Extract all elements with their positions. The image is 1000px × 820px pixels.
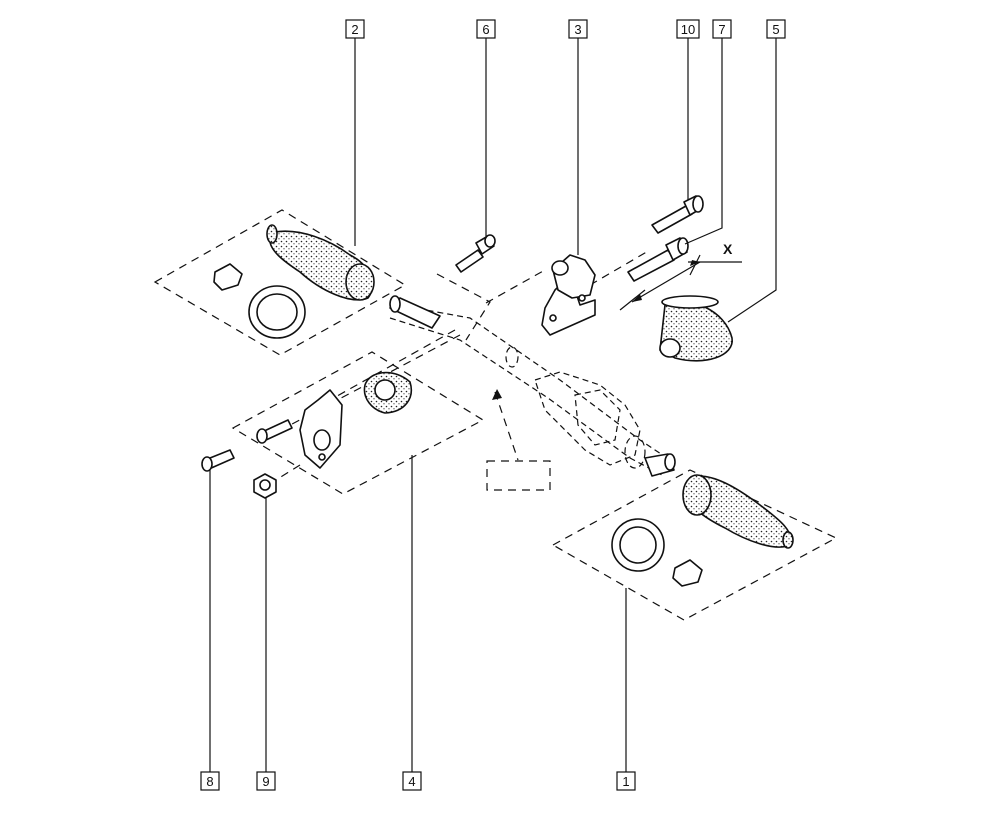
svg-text:8: 8 xyxy=(206,774,213,789)
steering-rack-housing xyxy=(389,295,676,477)
bolt-7 xyxy=(627,237,689,282)
boot-kit-1 xyxy=(611,474,794,587)
callout-8: 8 xyxy=(200,771,220,791)
callout-4: 4 xyxy=(402,771,422,791)
boot-kit-2 xyxy=(213,224,375,339)
kit-outline-4 xyxy=(231,351,485,495)
svg-text:6: 6 xyxy=(482,22,489,37)
bolt-small-left xyxy=(256,419,293,444)
callout-10: 10 xyxy=(676,19,700,39)
svg-text:7: 7 xyxy=(718,22,725,37)
callout-1: 1 xyxy=(616,771,636,791)
assembly-line-3 xyxy=(485,269,546,304)
dimension-x: X xyxy=(619,241,742,311)
kit-outline-1 xyxy=(551,469,838,621)
callout-5: 5 xyxy=(766,19,786,39)
bolt-10 xyxy=(651,195,704,234)
leader-5 xyxy=(727,38,777,323)
callout-7: 7 xyxy=(712,19,732,39)
clamp-3 xyxy=(541,254,596,336)
kit-outline-2 xyxy=(153,209,407,356)
assembly-line-left-clamp xyxy=(329,329,456,401)
clamp-kit-4 xyxy=(299,371,412,469)
nut-9 xyxy=(253,473,277,499)
hidden-part-box xyxy=(486,460,551,491)
bolt-8 xyxy=(201,449,235,472)
dimension-x-label: X xyxy=(723,241,733,257)
bolt-6 xyxy=(455,234,496,273)
svg-text:10: 10 xyxy=(681,22,695,37)
callout-3: 3 xyxy=(568,19,588,39)
callout-9: 9 xyxy=(256,771,276,791)
leader-7 xyxy=(684,38,723,245)
assembly-line-left-bolt xyxy=(261,334,461,441)
callout-2: 2 xyxy=(345,19,365,39)
svg-text:4: 4 xyxy=(408,774,415,789)
callout-6: 6 xyxy=(476,19,496,39)
svg-text:5: 5 xyxy=(772,22,779,37)
assembly-line-10 xyxy=(589,249,651,286)
assembly-line-6 xyxy=(436,273,491,341)
assembly-line-hidden xyxy=(494,391,519,461)
svg-text:9: 9 xyxy=(262,774,269,789)
dust-cover-5 xyxy=(659,295,733,362)
svg-text:1: 1 xyxy=(622,774,629,789)
svg-text:2: 2 xyxy=(351,22,358,37)
arrow-head-hidden xyxy=(492,389,502,400)
svg-text:3: 3 xyxy=(574,22,581,37)
